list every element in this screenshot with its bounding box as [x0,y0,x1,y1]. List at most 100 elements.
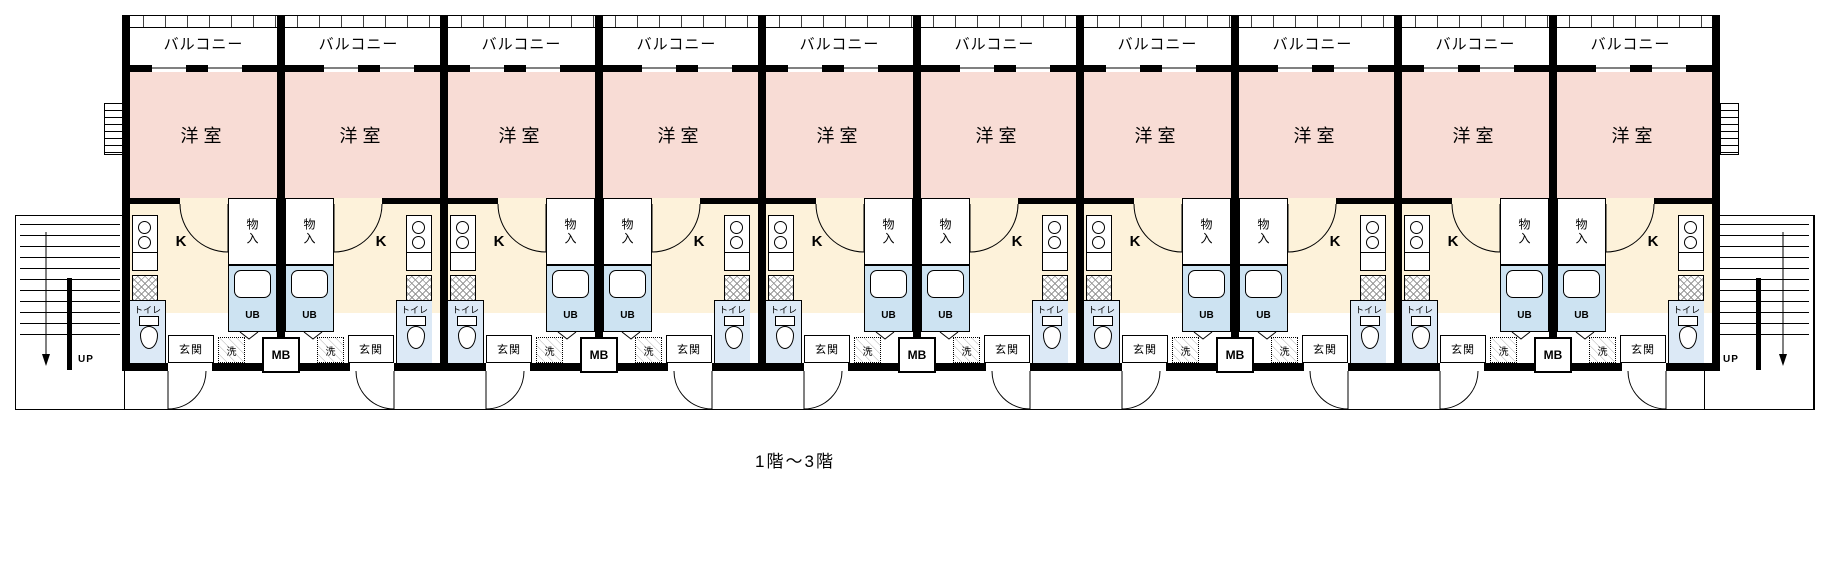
toilet-bowl-icon [407,326,425,349]
wall [1076,65,1084,371]
kitchen-label: K [1447,233,1459,250]
toilet-label: トイレ [769,305,797,315]
storage-closet: 物入 [1557,198,1606,265]
entrance-door-opening [1622,363,1666,371]
window-icon [786,65,824,72]
balcony-label: バルコニー [1272,36,1353,53]
bathtub-icon [234,270,271,298]
storage-closet: 物入 [603,198,652,265]
storage-label: 物入 [1256,217,1270,246]
balcony-label: バルコニー [163,36,244,53]
window-icon [1160,65,1198,72]
wall [1394,65,1402,371]
toilet-room: トイレ [1402,300,1438,363]
sink-icon [1366,221,1379,234]
toilet-bowl-icon [140,326,158,349]
window-icon [1594,65,1632,72]
entrance-door-opening [168,363,212,371]
toilet-bowl-icon [1094,326,1112,349]
up-label: UP [1723,354,1739,365]
toilet-room: トイレ [714,300,750,363]
western-room: 洋室 [603,72,758,198]
entrance-area: 玄関 [486,335,532,363]
kitchen-counter-icon [406,215,432,271]
toilet-bowl-icon [1043,326,1061,349]
entrance-door-opening [1304,363,1348,371]
toilet-tank-icon [1411,316,1431,326]
unit-pair: バルコニー バルコニー 洋室 洋室 [440,15,758,415]
bathtub-icon [552,270,589,298]
toilet-label: トイレ [1354,305,1382,315]
unit-bath-label: UB [1574,310,1589,321]
unit-bath-label: UB [302,310,317,321]
balcony-divider-wall [913,15,921,65]
bathtub-icon [609,270,646,298]
window-icon [1104,65,1142,72]
wall [1336,198,1394,204]
toilet-label: トイレ [1405,305,1433,315]
toilet-bowl-icon [1361,326,1379,349]
exterior-ladder-icon [1720,103,1739,155]
window-icon [150,65,188,72]
wall [1018,198,1076,204]
unit-bath: UB [921,265,970,332]
western-room-label: 洋室 [1611,126,1658,146]
unit-bath-label: UB [620,310,635,321]
window-icon [640,65,678,72]
storage-closet: 物入 [285,198,334,265]
window-icon [468,65,506,72]
western-room-label: 洋室 [1293,126,1340,146]
western-room: 洋室 [921,72,1076,198]
balcony-label: バルコニー [636,36,717,53]
washer-space: 洗 [854,337,881,363]
western-room: 洋室 [130,72,277,198]
western-room-label: 洋室 [180,126,227,146]
toilet-tank-icon [1678,316,1698,326]
counter-divider [725,252,749,253]
balcony-label: バルコニー [1590,36,1671,53]
balcony-label: バルコニー [954,36,1035,53]
washer-space: 洗 [317,337,344,363]
toilet-tank-icon [457,316,477,326]
washer-space: 洗 [1271,337,1298,363]
storage-label: 物入 [938,217,952,246]
burner-icon [774,236,787,249]
toilet-tank-icon [139,316,159,326]
stairs-right: UP [1704,215,1814,410]
toilet-label: トイレ [451,305,479,315]
toilet-room: トイレ [396,300,432,363]
burner-icon [1366,236,1379,249]
window-icon [206,65,244,72]
storage-label: 物入 [620,217,634,246]
unit-bath-label: UB [881,310,896,321]
storage-label: 物入 [563,217,577,246]
storage-label: 物入 [1517,217,1531,246]
toilet-room: トイレ [1084,300,1120,363]
wall [440,65,448,371]
balcony-label: バルコニー [481,36,562,53]
wall [758,65,766,371]
burner-icon [730,236,743,249]
bathtub-icon [870,270,907,298]
counter-divider [1405,252,1429,253]
entrance-area: 玄関 [666,335,712,363]
window-icon [958,65,996,72]
sink-icon [1410,221,1423,234]
sink-icon [1684,221,1697,234]
wall [448,198,498,204]
unit-bath-label: UB [1199,310,1214,321]
storage-closet: 物入 [864,198,913,265]
kitchen-counter-icon [1678,215,1704,271]
toilet-label: トイレ [400,305,428,315]
toilet-bowl-icon [776,326,794,349]
balcony-divider-wall [122,15,130,65]
toilet-bowl-icon [1679,326,1697,349]
counter-divider [407,252,431,253]
burner-icon [1684,236,1697,249]
unit-bath: UB [1557,265,1606,332]
western-room-label: 洋室 [339,126,386,146]
wall [382,198,440,204]
window-icon [1014,65,1052,72]
balcony-divider-wall [1231,15,1239,65]
entrance-area: 玄関 [1440,335,1486,363]
